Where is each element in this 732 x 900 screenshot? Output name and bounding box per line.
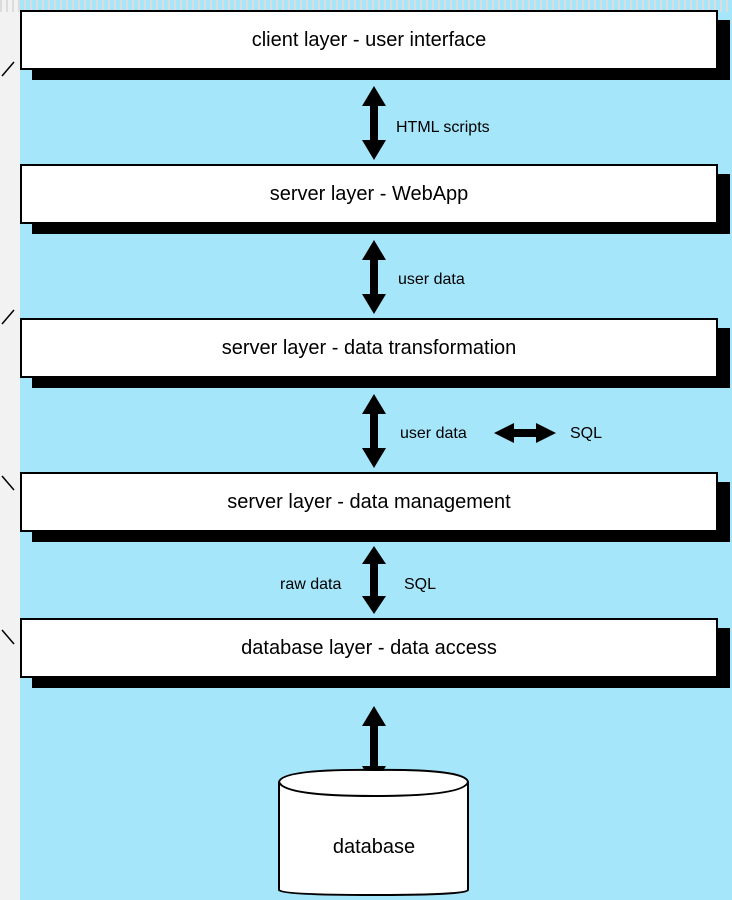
horizontal-double-arrow-icon	[494, 423, 556, 443]
layer-label: client layer - user interface	[251, 28, 487, 51]
double-arrow-icon	[362, 240, 386, 314]
top-border-pattern	[0, 0, 732, 12]
data-transformation-layer-box: server layer - data transformation	[20, 318, 718, 378]
data-management-layer-box: server layer - data management	[20, 472, 718, 532]
connector-label: raw data	[280, 576, 342, 593]
double-arrow-icon	[362, 706, 386, 786]
webapp-layer-box: server layer - WebApp	[20, 164, 718, 224]
layer-label: server layer - WebApp	[269, 182, 469, 205]
edge-tick-mark	[1, 629, 15, 645]
edge-tick-mark	[1, 475, 15, 491]
double-arrow-icon	[362, 546, 386, 614]
double-arrow-icon	[362, 86, 386, 160]
client-layer-box: client layer - user interface	[20, 10, 718, 70]
database-cylinder-icon	[278, 768, 469, 897]
database-label: database	[332, 836, 416, 858]
connector-label: HTML scripts	[396, 119, 490, 136]
connector-label: SQL	[570, 425, 603, 442]
edge-tick-mark	[1, 309, 15, 325]
layer-label: server layer - data management	[227, 490, 511, 513]
connector-label: user data	[398, 271, 465, 288]
connector-label: SQL	[404, 576, 437, 593]
edge-tick-mark	[1, 61, 15, 77]
data-access-layer-box: database layer - data access	[20, 618, 718, 678]
connector-label: user data	[400, 425, 467, 442]
double-arrow-icon	[362, 394, 386, 468]
layer-label: server layer - data transformation	[221, 336, 517, 359]
layer-label: database layer - data access	[241, 636, 497, 659]
